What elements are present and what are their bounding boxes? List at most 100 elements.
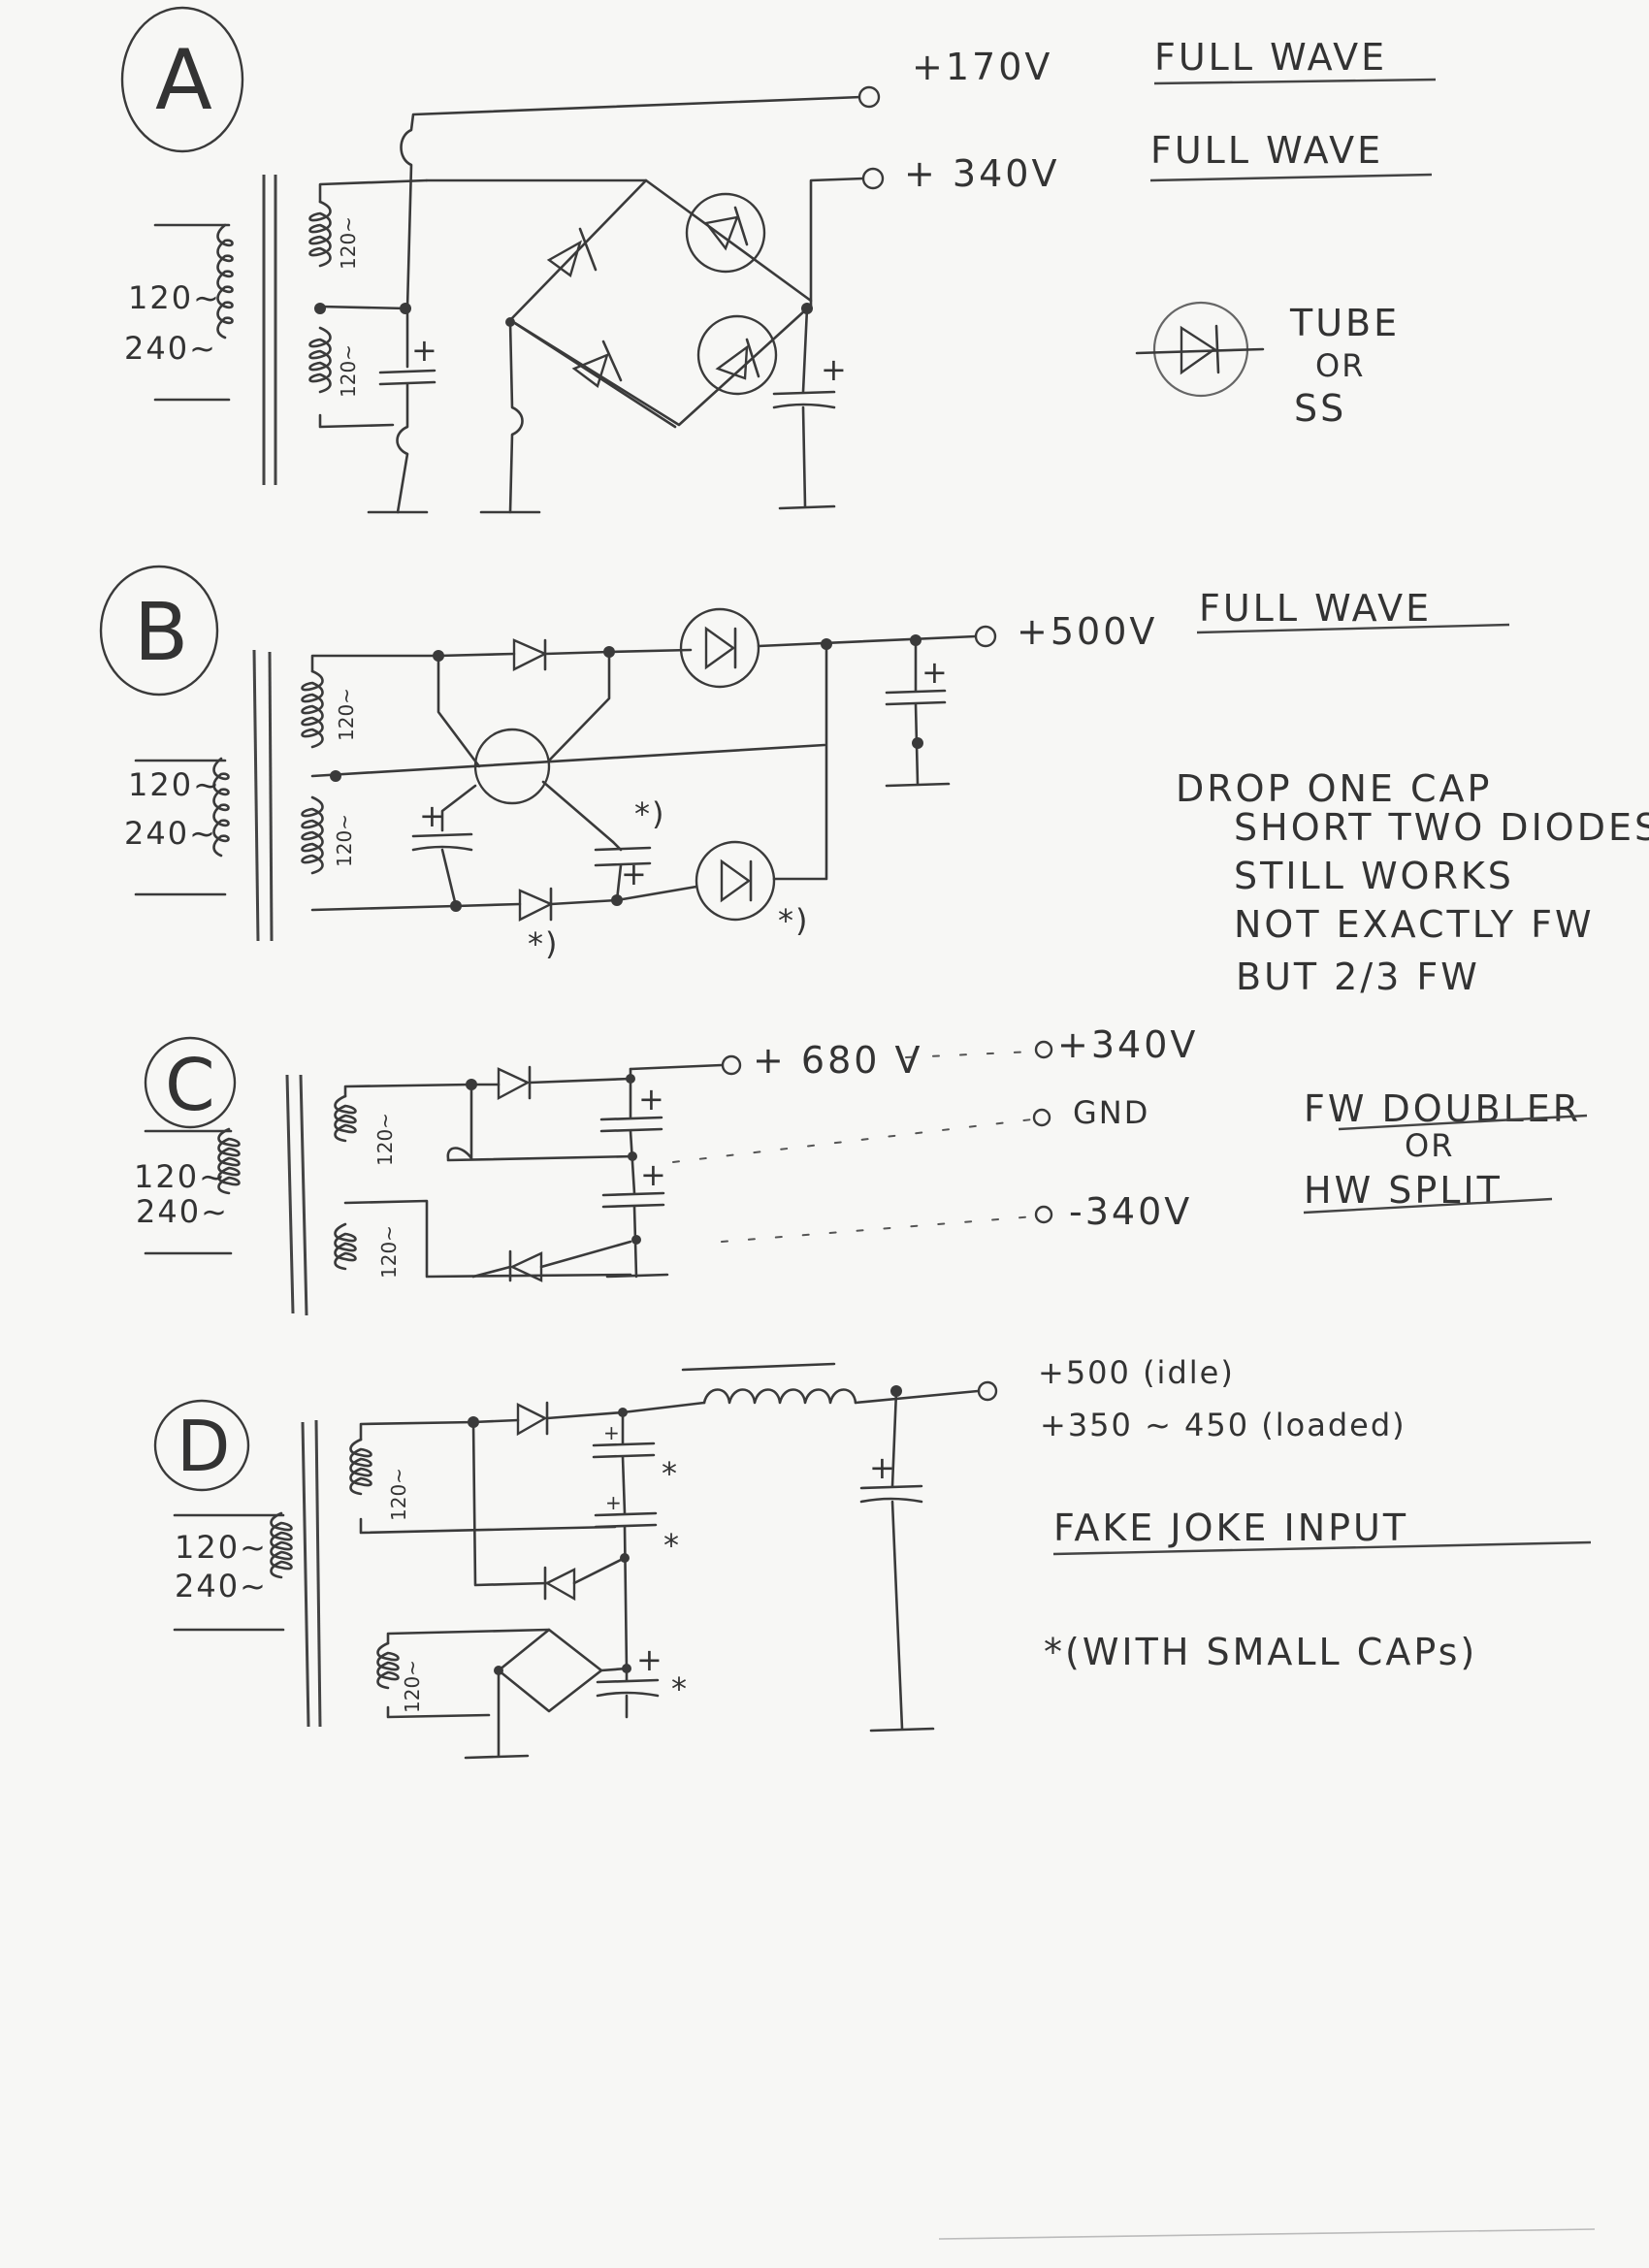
section-c-core-2 — [299, 1074, 308, 1316]
section-b-letter: B — [134, 587, 188, 679]
section-d-filter-cap-lead-bottom — [890, 1500, 904, 1731]
section-a-wire-top — [318, 178, 429, 204]
section-b-cap-left-plus: + — [419, 797, 447, 834]
section-c-dashed-gnd — [672, 1118, 1033, 1163]
section-b-wire-tube1-in — [607, 648, 693, 654]
section-a-secondary-coil-bottom — [308, 326, 332, 394]
section-a-out1-value: +170V — [912, 46, 1052, 88]
section-d-ground-1 — [464, 1754, 530, 1760]
section-c-dashed-pos — [905, 1051, 1035, 1058]
section-c-terminal-gnd[interactable] — [1032, 1108, 1051, 1127]
section-c-terminal-neg[interactable] — [1034, 1205, 1053, 1224]
section-a-cap2-plate-1 — [772, 390, 836, 396]
section-c-out-pos: + 680 V — [753, 1039, 923, 1082]
section-a-cap2-lead-top — [801, 307, 809, 394]
section-a-secondary-coil-top — [308, 200, 332, 268]
section-d-choke-core — [681, 1362, 836, 1372]
section-c-terminal-680[interactable] — [721, 1054, 742, 1076]
section-b-cap-plus: + — [922, 654, 950, 691]
section-a-terminal-170[interactable] — [857, 85, 881, 109]
section-a-diode-2 — [571, 352, 609, 388]
section-a-tube-diode-2-tri — [715, 344, 749, 380]
section-a-circle — [120, 6, 244, 153]
section-d-cap3-plate-2 — [596, 1691, 660, 1698]
section-a-tube-diode-1-tri — [703, 215, 739, 251]
section-a-node-ct-left — [314, 303, 326, 314]
section-a-diode-2-bar — [601, 340, 623, 382]
section-d-secondary-coil-top — [349, 1438, 372, 1496]
section-c-out-pos-alt: +340V — [1057, 1023, 1198, 1066]
section-d-out-loaded: +350 ~ 450 (loaded) — [1040, 1407, 1406, 1443]
section-d-bridge — [497, 1628, 603, 1713]
section-d-core-1 — [301, 1421, 310, 1728]
section-b-cap-mid-plate-2 — [594, 861, 652, 867]
section-c-wire-cross — [446, 1083, 636, 1162]
section-a-bridge-ground-wire — [508, 320, 524, 514]
section-c-primary-coil — [217, 1127, 241, 1195]
legend-diode-bar — [1214, 324, 1220, 374]
section-c-dashed-neg — [721, 1215, 1035, 1243]
section-a-cap2-lead-bottom — [801, 405, 807, 508]
section-d-primary-label-1: 120~ — [175, 1529, 268, 1566]
section-b-terminal-500[interactable] — [974, 625, 997, 648]
section-b-tube-diode-top-tri — [704, 626, 736, 670]
section-c-cap1-plate-2 — [599, 1127, 663, 1133]
section-c-cap2-plate-2 — [601, 1203, 665, 1209]
section-c-label-line-2: OR — [1405, 1127, 1454, 1164]
section-b-cap-mid-plate-1 — [594, 846, 652, 852]
legend-diode-icon — [1180, 325, 1217, 375]
section-c-label-underline-3 — [1303, 1197, 1553, 1215]
section-c-rail-pos — [629, 1063, 724, 1071]
section-d-wire-mid — [359, 1517, 617, 1535]
section-b-out-label: FULL WAVE — [1199, 587, 1432, 630]
section-c-primary-label-1: 120~ — [134, 1158, 227, 1195]
section-a-bridge-bottom — [508, 308, 807, 427]
section-a-cap-lead-bottom — [396, 382, 409, 514]
section-a-out2-label: FULL WAVE — [1150, 129, 1383, 172]
section-d-stack-lead-3 — [623, 1525, 629, 1672]
section-b-note-line-5: BUT 2/3 FW — [1236, 956, 1480, 998]
section-d-cap2-plate-2 — [594, 1523, 658, 1529]
section-d-label-note: *(WITH SMALL CAPs) — [1044, 1631, 1477, 1673]
section-a: A 120~ 240~ 120~ 120~ +170V FULL WAVE + — [120, 6, 1437, 514]
section-c-terminal-340-alt[interactable] — [1034, 1040, 1053, 1059]
section-d-star-2: * — [663, 1527, 681, 1564]
section-a-rail-170 — [400, 95, 863, 310]
section-c-stack-ground — [605, 1273, 669, 1279]
section-b-circle — [99, 565, 219, 697]
section-d-winding-bottom: 120~ — [401, 1660, 424, 1713]
section-d-ground-2 — [869, 1727, 935, 1733]
section-b: B 120~ 240~ 120~ 120~ +500V FULL WAVE — [99, 565, 1649, 998]
section-c-wire-d2-in — [471, 1265, 512, 1279]
section-b-tube-diode-bottom — [695, 840, 776, 922]
section-b-cap-plate-1 — [885, 689, 947, 695]
section-d-filter-cap-plus: + — [869, 1449, 897, 1486]
section-d-label-underline — [1052, 1540, 1592, 1556]
section-d-wire-left-drop — [471, 1420, 549, 1587]
section-c: C 120~ 240~ 120~ 120~ + + — [134, 1023, 1588, 1316]
section-c-winding-bottom: 120~ — [377, 1225, 401, 1279]
section-d-cap1-plate-2 — [592, 1453, 656, 1459]
section-c-out-gnd: GND — [1073, 1094, 1149, 1131]
section-d-core-2 — [314, 1419, 322, 1728]
legend-diode-wire — [1135, 347, 1265, 355]
section-a-primary-coil — [216, 223, 234, 340]
section-c-label-line-3: HW SPLIT — [1304, 1169, 1503, 1212]
section-b-cap-mid-lead-top — [611, 840, 623, 852]
section-d-terminal-out[interactable] — [977, 1380, 998, 1402]
section-b-cap-left-lead — [440, 848, 458, 908]
section-b-star-cap: *) — [634, 795, 665, 832]
section-a-terminal-340[interactable] — [861, 167, 885, 190]
section-d-cap2-plus: + — [605, 1491, 622, 1514]
section-a-wire-center-tap — [318, 305, 409, 310]
section-b-wire-d1-out — [543, 650, 611, 656]
section-b-core-2 — [268, 651, 274, 942]
section-c-primary-label-2: 240~ — [136, 1193, 229, 1230]
section-a-out1-underline — [1153, 78, 1437, 85]
section-a-diode-1 — [546, 240, 582, 277]
section-b-note-line-2: SHORT TWO DIODES — [1234, 806, 1649, 849]
section-b-cross-1 — [436, 654, 481, 768]
section-b-core-1 — [252, 649, 260, 942]
section-d-choke — [702, 1388, 857, 1405]
section-b-primary-coil — [212, 757, 230, 858]
